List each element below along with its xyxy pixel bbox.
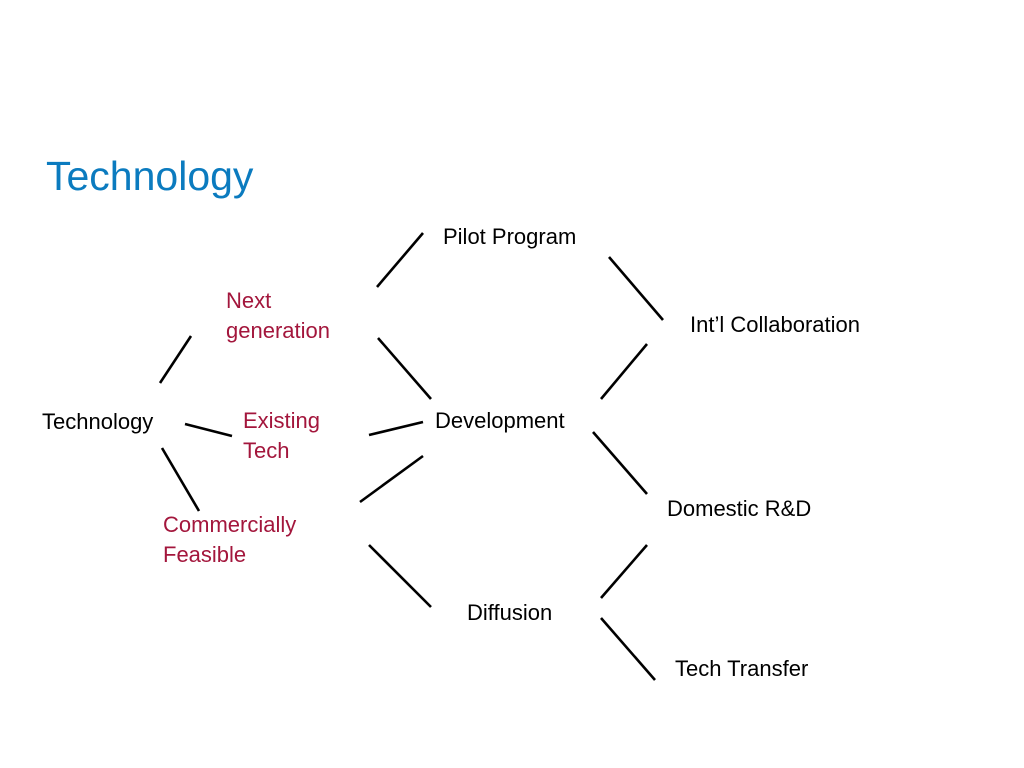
connector-pilot-program-intl-collaboration xyxy=(608,256,664,321)
connector-technology-existing-tech xyxy=(184,422,233,438)
node-next-generation-line-1: Next xyxy=(226,288,272,313)
node-technology: Technology xyxy=(42,409,154,434)
node-commercially-feasible: Commercially Feasible xyxy=(163,510,296,570)
node-next-generation: Next generation xyxy=(226,286,330,346)
node-intl-collaboration: Int’l Collaboration xyxy=(690,312,860,337)
connector-commercially-feasible-diffusion xyxy=(368,544,432,608)
node-existing-tech-line-2: Tech xyxy=(243,438,290,463)
connector-technology-commercially-feasible xyxy=(160,447,201,512)
connector-existing-tech-development xyxy=(368,420,424,437)
connector-diffusion-tech-transfer xyxy=(600,617,656,681)
node-commercially-feasible-line-2: Feasible xyxy=(163,542,247,567)
node-pilot-program: Pilot Program xyxy=(443,224,577,249)
connector-development-intl-collaboration xyxy=(600,343,648,400)
slide-title: Technology xyxy=(46,153,254,199)
node-existing-tech: Existing Tech xyxy=(243,406,320,466)
node-development: Development xyxy=(435,408,565,433)
node-commercially-feasible-line-1: Commercially xyxy=(163,512,297,537)
connector-next-generation-development xyxy=(377,337,432,400)
connector-diffusion-domestic-rnd xyxy=(600,544,648,599)
node-diffusion: Diffusion xyxy=(467,600,553,625)
connector-next-generation-pilot-program xyxy=(376,232,424,288)
node-domestic-rnd: Domestic R&D xyxy=(667,496,812,521)
node-next-generation-line-2: generation xyxy=(226,318,330,343)
connector-commercially-feasible-development xyxy=(359,454,424,504)
connector-technology-next-generation xyxy=(158,335,193,384)
connector-development-domestic-rnd xyxy=(592,431,648,495)
node-tech-transfer: Tech Transfer xyxy=(675,656,809,681)
node-existing-tech-line-1: Existing xyxy=(243,408,321,433)
